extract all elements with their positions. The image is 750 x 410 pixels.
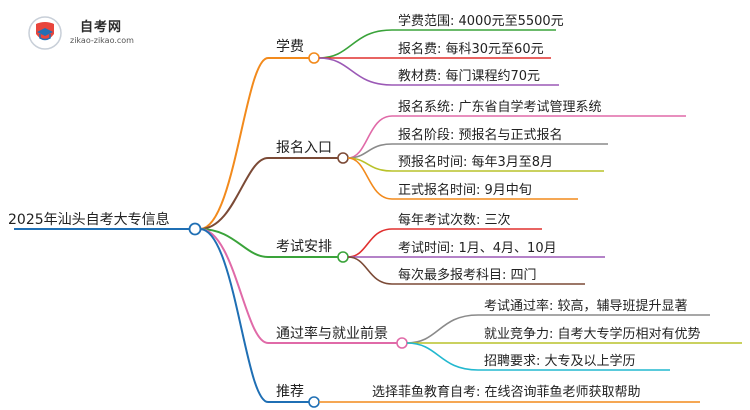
branch-label: 报名入口 bbox=[276, 140, 332, 156]
leaf-hiring-requirement: 招聘要求: 大专及以上学历 bbox=[484, 353, 636, 369]
leaf-textbook-fee: 教材费: 每门课程约70元 bbox=[398, 68, 540, 84]
leaf-max-subjects: 每次最多报考科目: 四门 bbox=[398, 267, 537, 283]
leaf-curve bbox=[318, 57, 393, 86]
leaf-exams-per-year: 每年考试次数: 三次 bbox=[398, 212, 511, 228]
leaf-formal-registration-time: 正式报名时间: 9月中旬 bbox=[398, 182, 532, 198]
leaf-curve bbox=[347, 228, 393, 258]
branch-curve bbox=[199, 228, 269, 258]
branch-label: 学费 bbox=[276, 39, 304, 55]
branch-label: 考试安排 bbox=[276, 239, 332, 255]
logo-name: 自考网 bbox=[80, 20, 123, 35]
logo-url: zikao-zikao.com bbox=[70, 36, 134, 45]
leaf-curve bbox=[406, 314, 479, 344]
leaf-curve bbox=[406, 342, 479, 371]
leaf-recommended-provider: 选择菲鱼教育自考: 在线咨询菲鱼老师获取帮助 bbox=[372, 384, 641, 400]
root-label: 2025年汕头自考大专信息 bbox=[8, 211, 170, 228]
leaf-job-competitiveness: 就业竞争力: 自考大专学历相对有优势 bbox=[484, 326, 701, 342]
branch-label: 推荐 bbox=[276, 384, 304, 400]
leaf-registration-stages: 报名阶段: 预报名与正式报名 bbox=[398, 127, 563, 143]
leaf-curve bbox=[347, 115, 393, 159]
branch-connector-dot[interactable] bbox=[308, 52, 320, 64]
branch-tuition[interactable]: 学费 bbox=[276, 39, 304, 55]
branch-connector-dot[interactable] bbox=[308, 396, 320, 408]
leaf-exam-months: 考试时间: 1月、4月、10月 bbox=[398, 241, 557, 256]
leaf-pass-rate: 考试通过率: 较高，辅导班提升显著 bbox=[484, 298, 688, 314]
graduation-cap-icon bbox=[28, 16, 62, 50]
branch-recommendation[interactable]: 推荐 bbox=[276, 384, 304, 400]
branch-curve bbox=[199, 57, 269, 230]
branch-curve bbox=[199, 228, 269, 344]
leaf-curve bbox=[318, 29, 393, 59]
root-node[interactable]: 2025年汕头自考大专信息 bbox=[8, 211, 202, 236]
leaf-registration-system: 报名系统: 广东省自学考试管理系统 bbox=[398, 99, 602, 115]
branch-exam-schedule[interactable]: 考试安排 bbox=[276, 239, 332, 255]
branch-curve bbox=[199, 157, 269, 230]
leaf-registration-fee: 报名费: 每科30元至60元 bbox=[398, 41, 544, 57]
root-connector-dot[interactable] bbox=[188, 222, 202, 236]
leaf-pre-registration-time: 预报名时间: 每年3月至8月 bbox=[398, 154, 553, 170]
branch-connector-dot[interactable] bbox=[337, 251, 349, 263]
site-logo[interactable]: 自考网 zikao-zikao.com bbox=[28, 14, 178, 54]
leaf-tuition-range: 学费范围: 4000元至5500元 bbox=[398, 13, 564, 29]
leaf-curve bbox=[347, 256, 393, 285]
branch-connector-dot[interactable] bbox=[396, 337, 408, 349]
branch-label: 通过率与就业前景 bbox=[276, 325, 388, 342]
branch-pass-rate-employment[interactable]: 通过率与就业前景 bbox=[276, 325, 388, 342]
branch-curve bbox=[199, 228, 269, 403]
branch-connector-dot[interactable] bbox=[337, 152, 349, 164]
leaf-curve bbox=[347, 157, 393, 200]
connectors bbox=[199, 29, 742, 408]
branch-registration-entry[interactable]: 报名入口 bbox=[276, 140, 332, 156]
